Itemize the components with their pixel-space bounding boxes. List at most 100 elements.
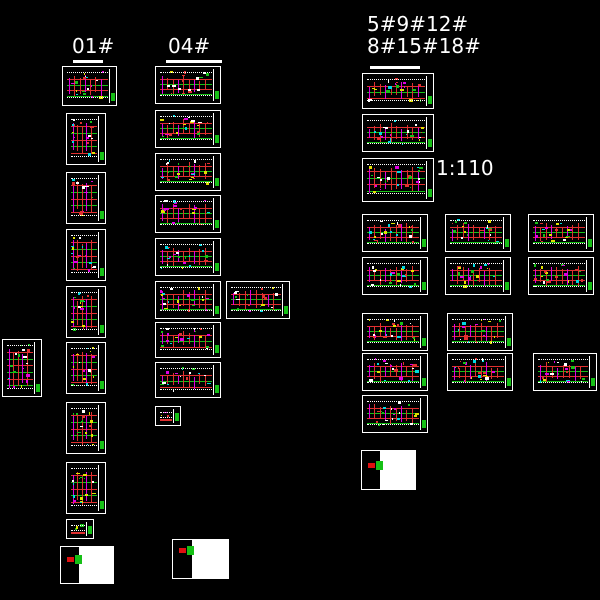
room-fill [369,231,372,234]
room-fill [533,263,537,267]
wall-line [450,275,502,276]
wall-line [572,270,574,285]
room-fill [561,264,566,266]
room-fill [452,230,456,234]
room-fill [177,255,180,258]
drawing-sheet[interactable] [362,214,428,252]
room-fill [565,371,568,373]
drawing-sheet[interactable] [362,353,428,391]
wall-line [533,232,585,233]
drawing-sheet[interactable] [362,73,434,109]
room-fill [263,294,266,298]
dimension-line [67,97,108,100]
floor-plan [160,286,212,314]
room-fill [189,265,191,268]
drawing-sheet[interactable] [362,158,434,202]
room-fill [488,263,490,266]
room-fill [85,136,90,140]
wall-line [411,266,413,282]
drawing-sheet[interactable] [528,257,594,295]
room-fill [393,413,396,415]
drawing-sheet[interactable] [155,238,221,276]
wall-line [167,124,169,139]
drawing-sheet[interactable] [533,353,597,391]
drawing-sheet[interactable] [445,214,511,252]
wall-line [462,266,464,281]
drawing-sheet[interactable] [66,462,106,514]
cover-sheet[interactable] [60,546,114,584]
drawing-sheet[interactable] [155,281,221,319]
wall-line [250,290,252,305]
drawing-sheet[interactable] [155,195,221,233]
room-fill [391,368,394,371]
drawing-sheet[interactable] [226,281,290,319]
room-fill [191,172,195,176]
wall-line [71,126,97,127]
room-fill [471,270,474,273]
dimension-line [160,267,212,270]
floor-plan [533,262,585,290]
drawing-sheet[interactable] [362,313,428,351]
room-fill [485,227,489,229]
drawing-sheet[interactable] [445,257,511,295]
room-fill [488,220,491,223]
wall-line [67,95,108,97]
room-fill [554,229,559,231]
drawing-sheet[interactable] [62,66,117,106]
wall-line [73,415,74,440]
drawing-sheet[interactable] [66,286,106,338]
room-fill [562,239,567,242]
room-fill [190,172,194,174]
wall-line [450,227,502,228]
wall-line [160,347,212,348]
wall-line [374,326,376,340]
drawing-sheet[interactable] [447,313,513,351]
room-fill [26,380,29,383]
drawing-sheet[interactable] [66,113,106,165]
wall-line [84,75,86,92]
wall-line [71,442,97,444]
room-fill [497,284,499,286]
floor-plan [67,71,108,101]
room-fill [205,380,207,382]
cover-sheet[interactable] [172,539,229,579]
drawing-sheet[interactable] [155,362,221,398]
room-fill [86,383,89,386]
wall-line [204,204,206,223]
drawing-sheet[interactable] [155,406,181,426]
room-fill [71,252,74,254]
room-fill [480,229,484,232]
drawing-sheet[interactable] [66,402,106,454]
cover-sheet[interactable] [361,450,416,490]
drawing-sheet[interactable] [66,519,94,539]
drawing-sheet[interactable] [447,353,513,391]
drawing-sheet[interactable] [155,322,221,358]
room-fill [569,228,572,231]
drawing-sheet[interactable] [66,172,106,224]
drawing-sheet[interactable] [2,339,42,397]
dimension-line [367,319,419,322]
wall-line [475,362,477,378]
drawing-sheet[interactable] [155,110,221,148]
drawing-sheet[interactable] [528,214,594,252]
wall-line [369,128,370,138]
room-fill [402,266,406,270]
wall-line [178,79,179,93]
room-fill [419,167,423,169]
wall-line [188,204,190,219]
drawing-sheet[interactable] [362,114,434,152]
wall-line [390,327,392,338]
drawing-sheet[interactable] [362,257,428,295]
drawing-sheet[interactable] [362,395,428,433]
drawing-sheet[interactable] [66,229,106,281]
room-fill [165,163,167,165]
drawing-sheet[interactable] [155,66,221,104]
title-block-mark [422,282,426,290]
drawing-sheet[interactable] [155,153,221,191]
wall-line [86,353,88,385]
group-label-04: 04# [168,34,211,58]
dimension-line [160,287,212,290]
drawing-sheet[interactable] [66,342,106,394]
room-fill [193,177,195,180]
wall-line [178,124,179,137]
